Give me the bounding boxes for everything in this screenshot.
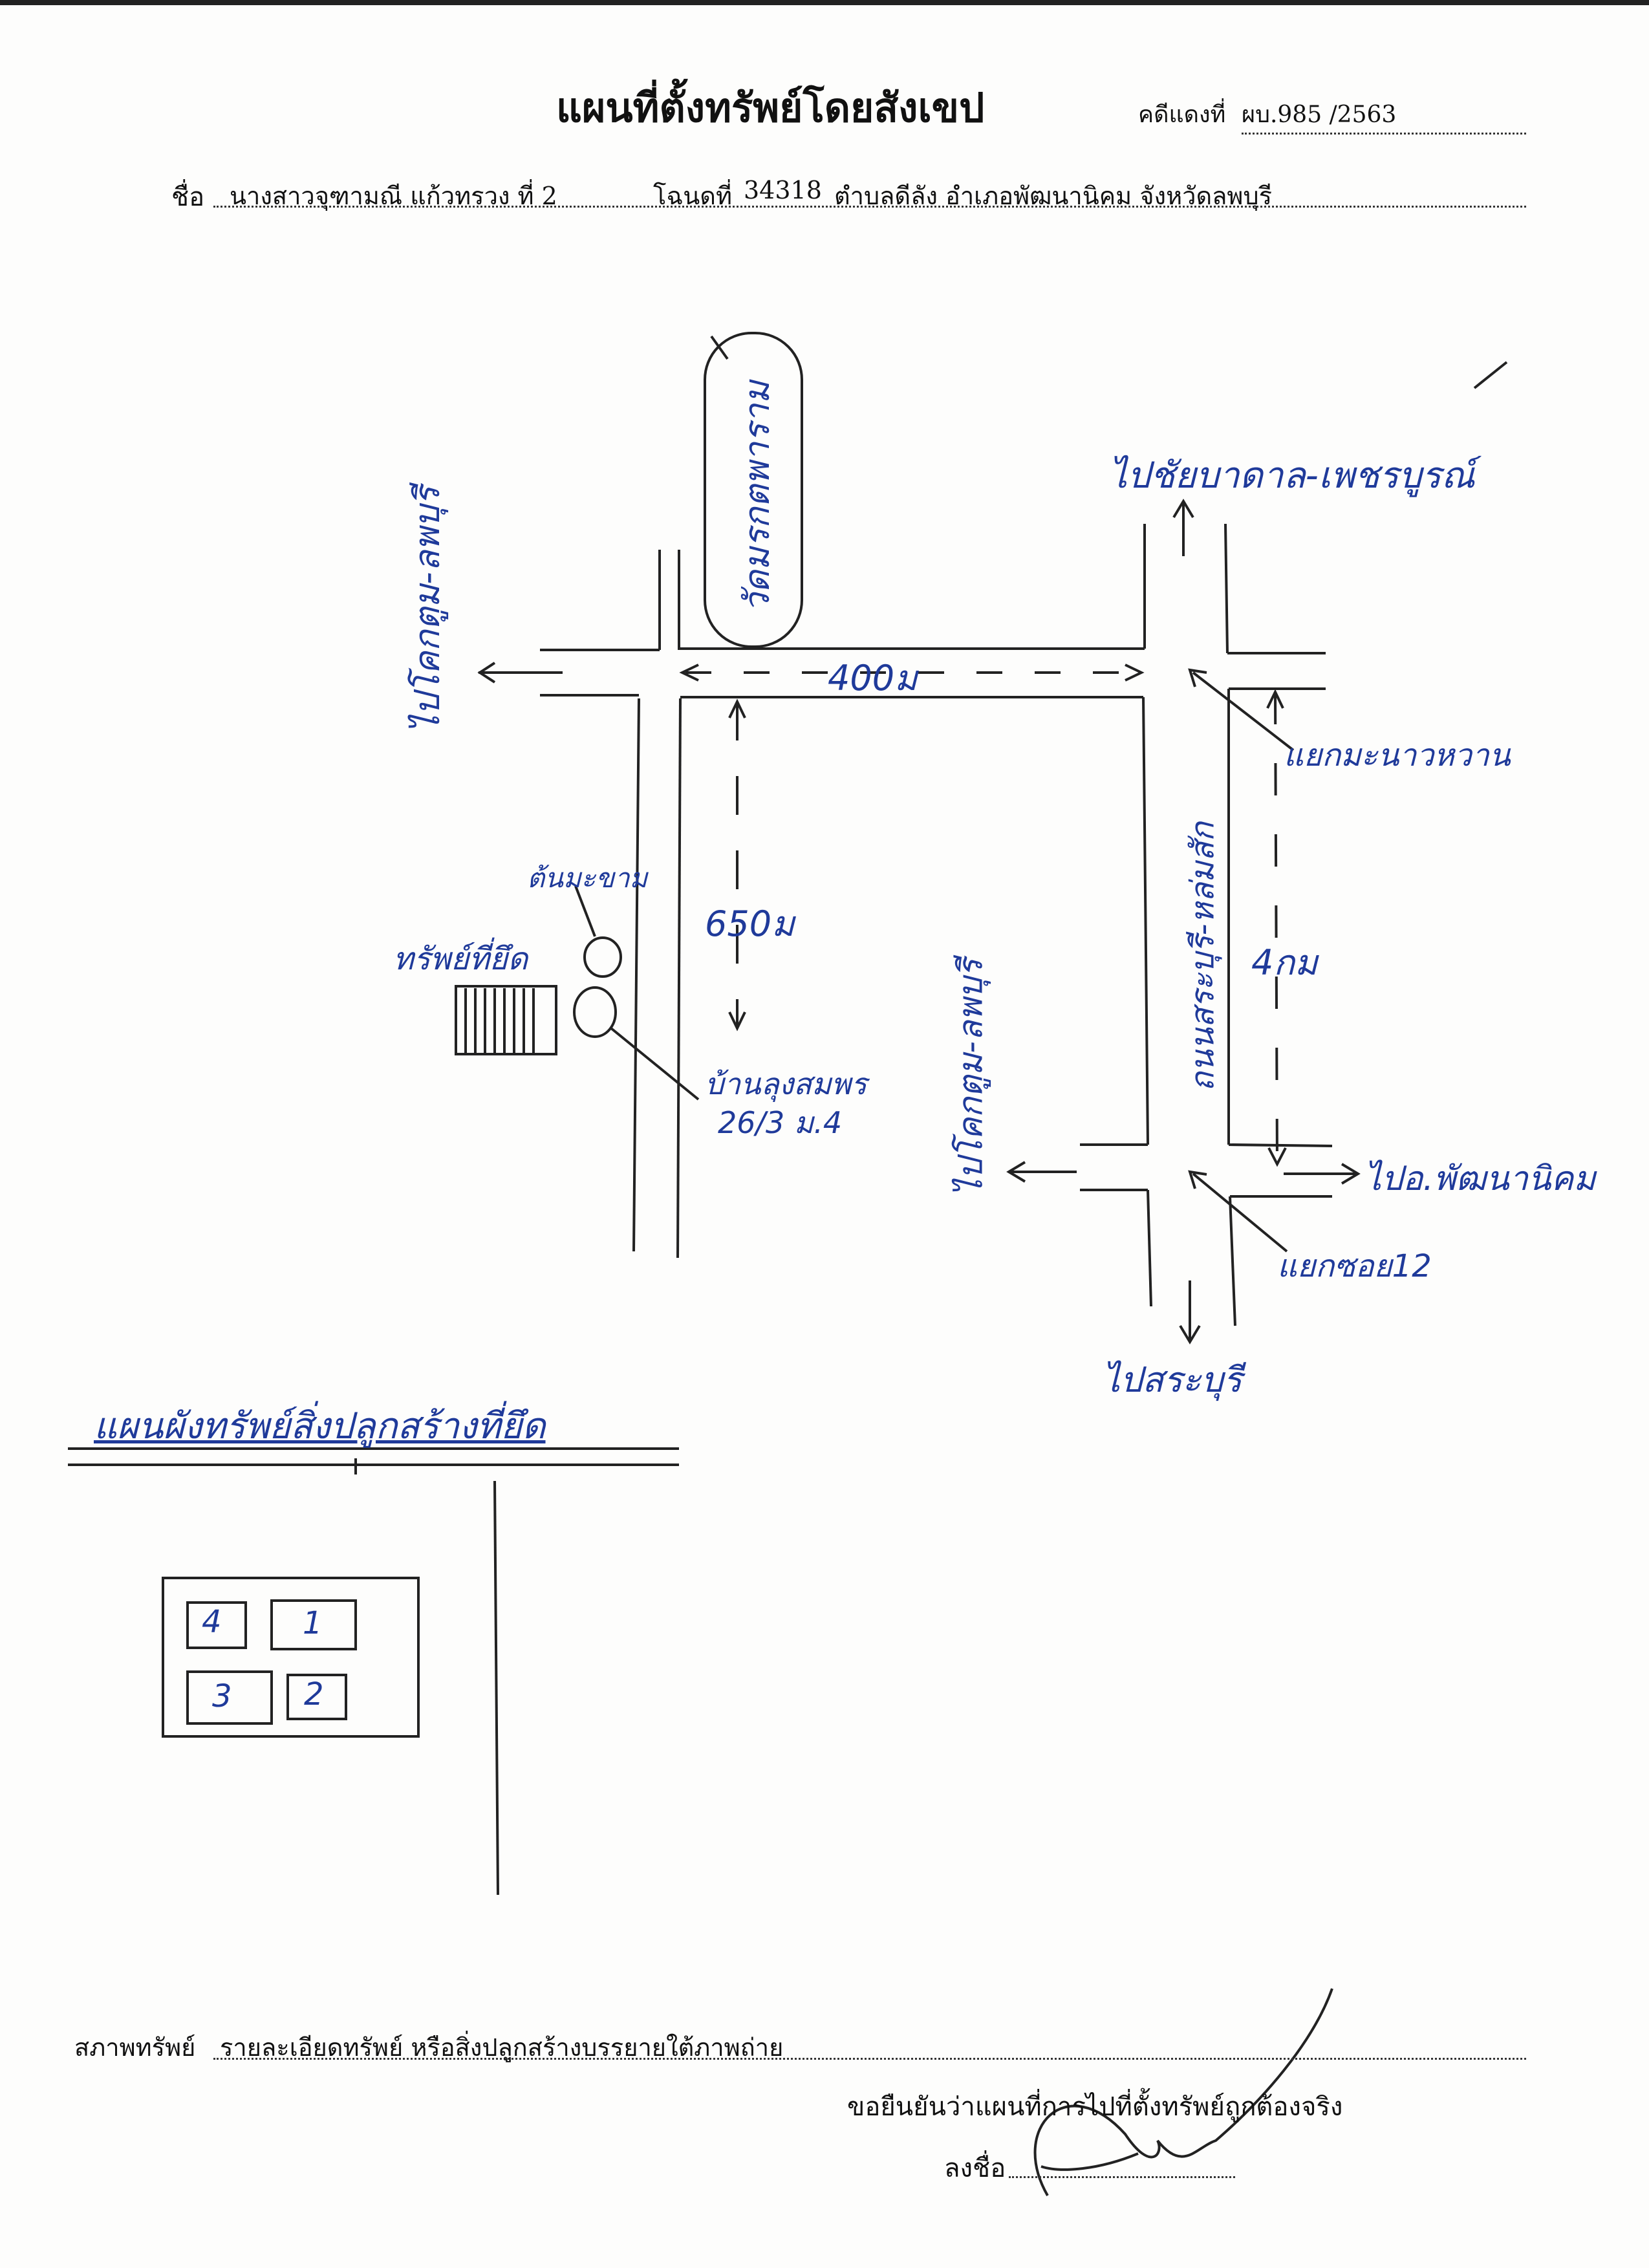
- room-2: 2: [304, 1676, 324, 1712]
- condition-dotted-line: [213, 2058, 1526, 2060]
- room-4: 4: [202, 1604, 222, 1640]
- owner-dotted-line: [213, 206, 1526, 208]
- condition-label: สภาพทรัพย์: [74, 2033, 196, 2062]
- direction-phatthananikhom-label: ไปอ.พัฒนานิคม: [1364, 1160, 1596, 1198]
- deed-label: โฉนดที่: [653, 182, 732, 210]
- case-number-label: คดีแดงที่: [1138, 102, 1226, 128]
- junction-soi12-label: แยกซอย12: [1277, 1248, 1432, 1284]
- floor-plan-title: แผนผังทรัพย์สิ่งปลูกสร้างที่ยึด: [94, 1405, 546, 1447]
- distance-650m-label: 650ม: [705, 903, 795, 944]
- distance-4km-label: 4กม: [1251, 942, 1318, 983]
- room-3: 3: [212, 1678, 232, 1714]
- scan-edge: [0, 0, 1649, 5]
- page-title: แผนที่ตั้งทรัพย์โดยสังเขป: [556, 84, 985, 131]
- junction-manao-label: แยกมะนาวหวาน: [1284, 737, 1511, 773]
- distance-400m-label: 400ม: [828, 658, 918, 698]
- main-road-label: ถนนสระบุรี-หล่มสัก: [1183, 822, 1222, 1092]
- tree-label: ต้นมะขาม: [527, 862, 648, 894]
- direction-chaibadan-label: ไปชัยบาดาล-เพชรบูรณ์: [1109, 455, 1475, 497]
- signature-line: [1009, 2176, 1235, 2178]
- confirm-statement: ขอยืนยันว่าแผนที่การไปที่ตั้งทรัพย์ถูกต้…: [847, 2092, 1343, 2122]
- owner-name-value: นางสาวจุฑามณี แก้วทรวง ที่ 2: [230, 182, 557, 210]
- direction-koktum-label-1: ไปโคกตูม-ลพบุรี: [407, 486, 447, 733]
- deed-number: 34318: [744, 176, 822, 204]
- direction-saraburi-label: ไปสระบุรี: [1103, 1359, 1242, 1400]
- condition-value: รายละเอียดทรัพย์ หรือสิ่งปลูกสร้างบรรยาย…: [220, 2033, 784, 2062]
- house-label-line2: 26/3 ม.4: [718, 1105, 843, 1140]
- owner-name-label: ชื่อ: [171, 182, 205, 212]
- temple-label: วัดมรกตพาราม: [737, 380, 777, 613]
- room-1: 1: [303, 1605, 323, 1641]
- property-seized-label: ทรัพย์ที่ยึด: [393, 941, 528, 977]
- deed-location: ตำบลดีลัง อำเภอพัฒนานิคม จังหวัดลพบุรี: [834, 182, 1273, 210]
- house-label-line1: บ้านลุงสมพร: [705, 1066, 867, 1101]
- signature-label: ลงชื่อ: [944, 2154, 1006, 2183]
- direction-koktum-label-2: ไปโคกตูม-ลพบุรี: [951, 958, 991, 1197]
- case-number-value: ผบ.985 /2563: [1242, 96, 1526, 135]
